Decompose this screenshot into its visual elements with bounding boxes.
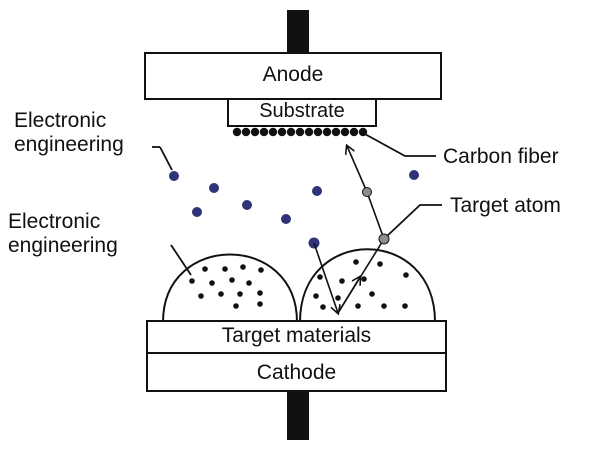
electronic-engineering-mid-line2: engineering	[8, 234, 118, 258]
anode-label: Anode	[262, 63, 324, 86]
target-atom	[378, 233, 390, 245]
carbon-fiber-dot	[295, 127, 305, 137]
carbon-fiber-dot	[232, 127, 242, 137]
electron-particle	[169, 171, 179, 181]
target-atom	[362, 187, 372, 197]
leader-line-electronic-mid	[170, 244, 192, 276]
electron-particle	[409, 170, 419, 180]
carbon-fiber-dot	[250, 127, 260, 137]
atom-rise-arrow	[347, 146, 368, 193]
carbon-fiber-dot	[268, 127, 278, 137]
electron-particle	[209, 183, 219, 193]
leader-line-electronic-top-diag	[159, 146, 173, 171]
electronic-engineering-top-line2: engineering	[14, 133, 124, 157]
plasma-dome-left	[162, 253, 298, 323]
carbon-fiber-dot	[313, 127, 323, 137]
leader-line-carbon-fiber	[362, 132, 436, 157]
carbon-fiber-dot	[340, 127, 350, 137]
carbon-fiber-dot	[349, 127, 359, 137]
target-materials-block	[146, 320, 447, 354]
ion-path-arrow	[313, 242, 338, 313]
carbon-fiber-dot	[241, 127, 251, 137]
leader-line-target-atom	[385, 204, 442, 238]
cathode-block	[146, 352, 447, 392]
anode-block	[144, 52, 442, 100]
plasma-particles-right	[313, 259, 409, 310]
electronic-engineering-mid-line1: Electronic	[8, 210, 101, 233]
electron-particle	[312, 186, 322, 196]
carbon-fiber-dot	[322, 127, 332, 137]
secondary-arrow	[337, 277, 360, 314]
carbon-fiber-dot	[286, 127, 296, 137]
carbon-fiber-label: Carbon fiber	[443, 145, 559, 168]
atom-rise-lower	[366, 191, 385, 240]
plasma-particles-left	[189, 264, 264, 309]
target-atom-label: Target atom	[450, 194, 561, 217]
electron-particle	[192, 207, 202, 217]
anode-rod	[287, 10, 309, 54]
target-materials-label: Target materials	[221, 324, 372, 347]
electronic-engineering-label-top: Electronic engineering	[14, 109, 124, 157]
carbon-fiber-dot	[304, 127, 314, 137]
carbon-fiber-dot	[277, 127, 287, 137]
carbon-fiber-dot	[259, 127, 269, 137]
electronic-engineering-top-line1: Electronic	[14, 109, 107, 132]
cathode-rod	[287, 390, 309, 440]
substrate-label: Substrate	[259, 100, 345, 122]
electron-particles	[169, 170, 419, 249]
electron-particle	[281, 214, 291, 224]
substrate-block	[227, 98, 377, 127]
cathode-label: Cathode	[256, 361, 337, 384]
electron-particle	[242, 200, 252, 210]
carbon-fiber-layer	[232, 127, 368, 137]
electronic-engineering-label-mid: Electronic engineering	[8, 210, 118, 258]
carbon-fiber-dot	[331, 127, 341, 137]
